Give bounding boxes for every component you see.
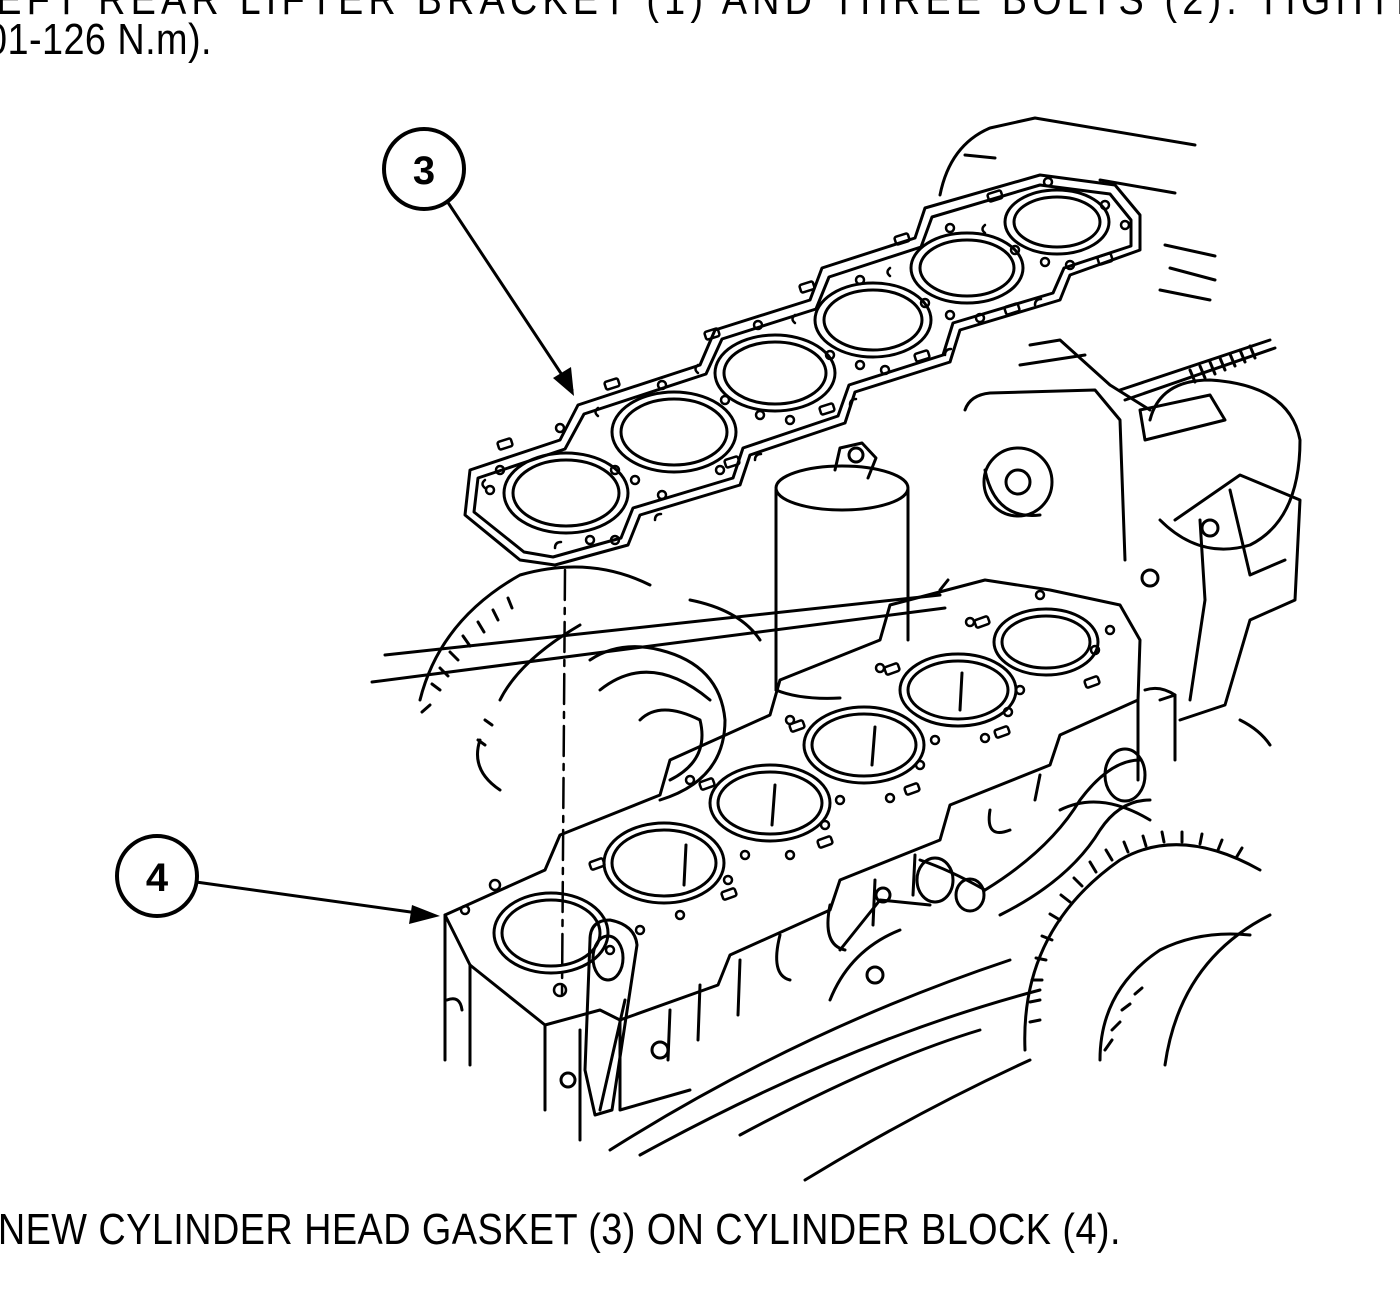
callout-4: 4 <box>115 834 199 918</box>
leader-line-3 <box>443 196 574 392</box>
callout-3-label: 3 <box>413 149 435 193</box>
cylinder-block <box>443 578 1142 1142</box>
arrowhead-4 <box>409 905 440 924</box>
callout-3: 3 <box>382 127 466 211</box>
instruction-text-top-partial: LEFT REAR LIFTER BRACKET (1) AND THREE B… <box>0 0 1400 24</box>
instruction-text-install-gasket: . NEW CYLINDER HEAD GASKET (3) ON CYLIND… <box>0 1205 1121 1254</box>
engine-background-outline <box>370 116 1302 1182</box>
cylinder-head-gasket <box>463 173 1142 567</box>
instruction-text-torque-value: 01-126 N.m). <box>0 15 212 64</box>
alignment-centerline <box>560 568 567 997</box>
arrowhead-3 <box>553 367 574 396</box>
callout-4-label: 4 <box>146 856 169 900</box>
leader-line-4 <box>194 880 434 917</box>
